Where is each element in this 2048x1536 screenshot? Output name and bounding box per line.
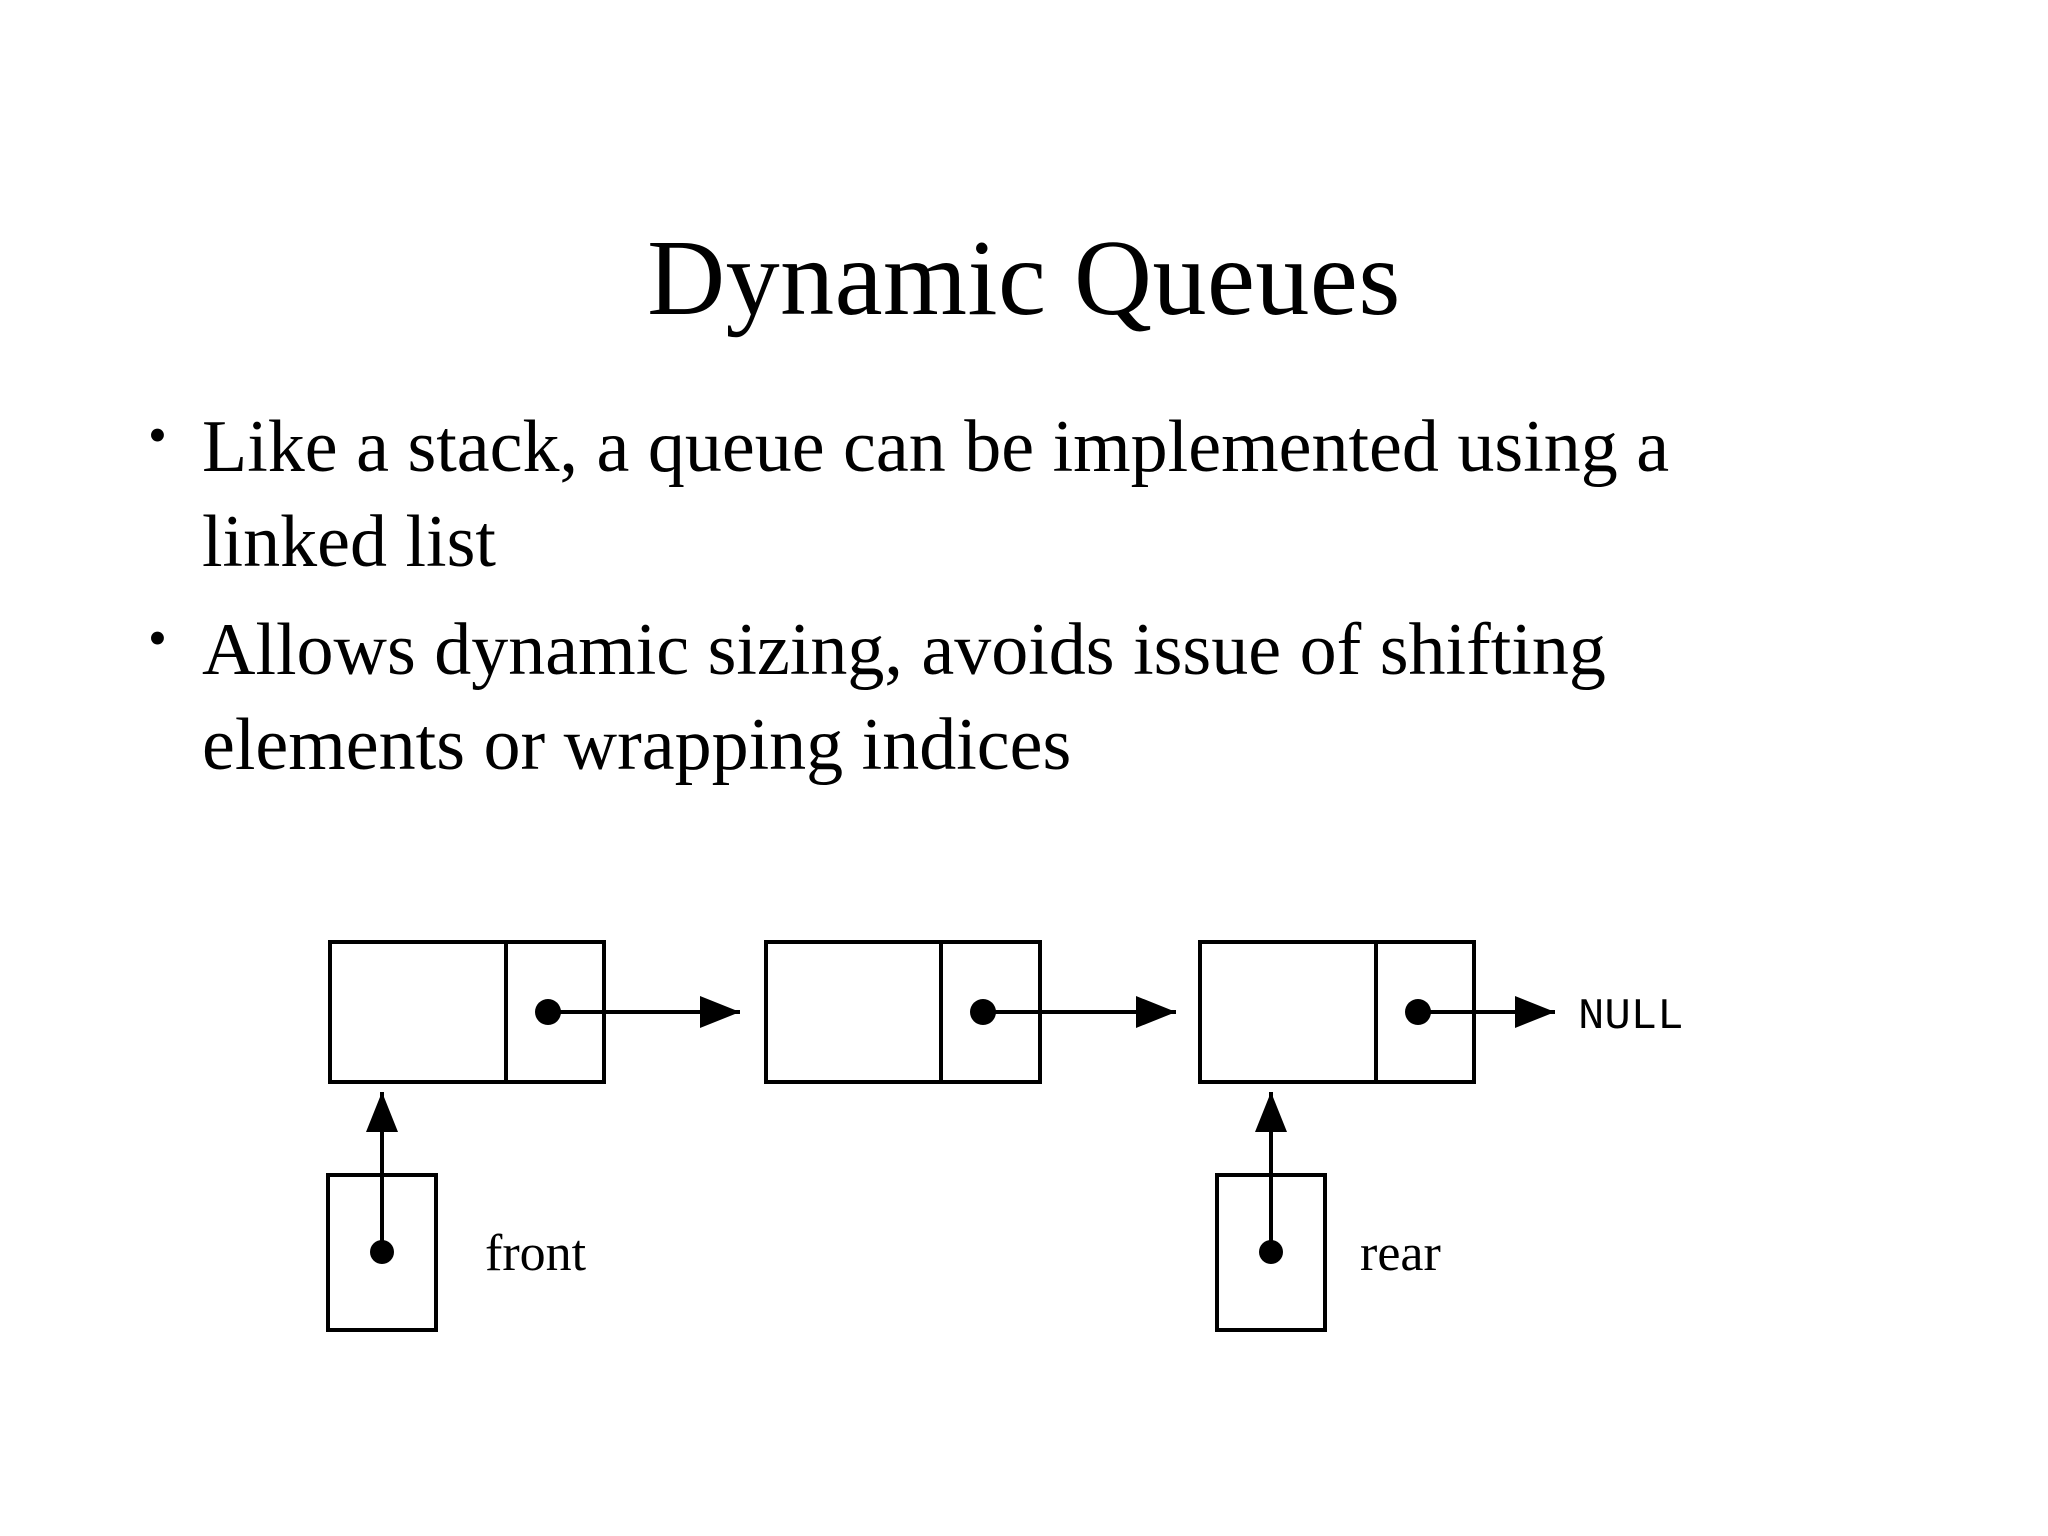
bullet-point-icon: • — [148, 608, 167, 669]
bullet-list: • Like a stack, a queue can be implement… — [140, 400, 1940, 807]
linked-list-queue-diagram: NULL front rear — [0, 880, 2048, 1400]
bullet-point-icon: • — [148, 405, 167, 465]
bullet-text-1: Like a stack, a queue can be implemented… — [202, 406, 1670, 583]
diagram-svg: NULL front rear — [326, 940, 1684, 1332]
page-title: Dynamic Queues — [647, 219, 1401, 339]
front-pointer: front — [326, 1092, 587, 1332]
front-label: front — [485, 1225, 587, 1282]
list-node-2 — [764, 940, 1176, 1084]
rear-pointer: rear — [1215, 1092, 1441, 1332]
list-node-3 — [1198, 940, 1555, 1084]
null-label: NULL — [1578, 992, 1684, 1042]
bullet-text-2: Allows dynamic sizing, avoids issue of s… — [202, 609, 1606, 787]
rear-label: rear — [1360, 1225, 1441, 1282]
list-item: • Like a stack, a queue can be implement… — [140, 400, 1940, 589]
list-node-1 — [328, 940, 740, 1084]
list-item: • Allows dynamic sizing, avoids issue of… — [140, 603, 1940, 792]
